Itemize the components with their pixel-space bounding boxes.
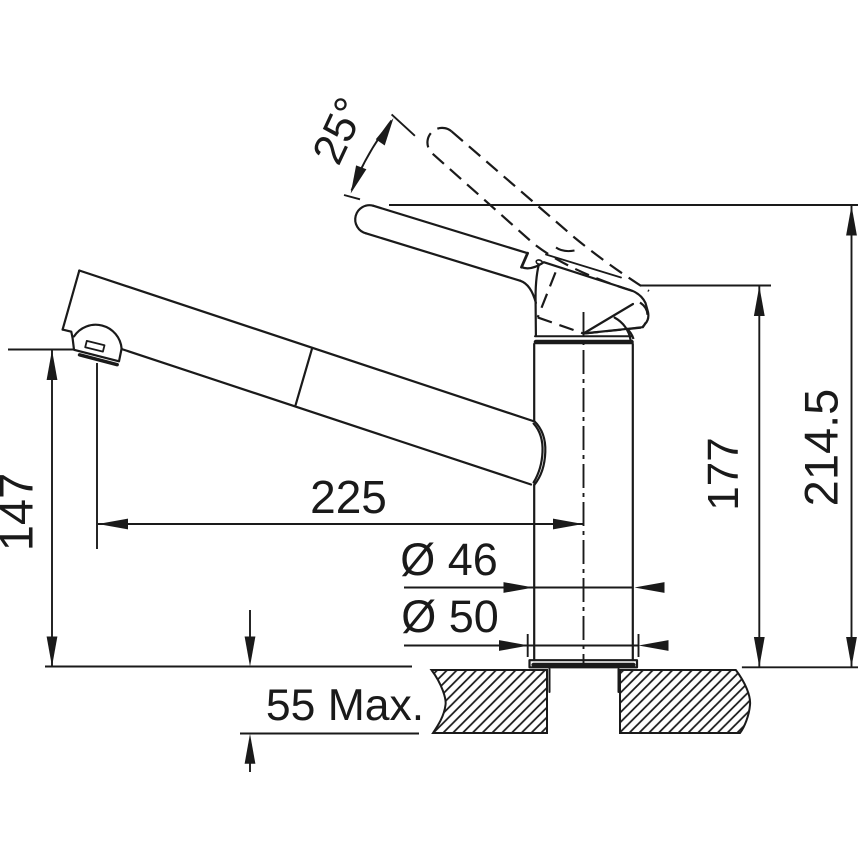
svg-text:55 Max.: 55 Max. (266, 681, 424, 730)
svg-text:147: 147 (0, 473, 43, 551)
svg-text:214.5: 214.5 (795, 389, 848, 507)
svg-text:177: 177 (699, 437, 748, 510)
svg-text:225: 225 (310, 471, 387, 523)
svg-text:25°: 25° (303, 90, 376, 171)
svg-text:Ø 46: Ø 46 (400, 534, 498, 585)
svg-text:Ø 50: Ø 50 (401, 591, 499, 642)
